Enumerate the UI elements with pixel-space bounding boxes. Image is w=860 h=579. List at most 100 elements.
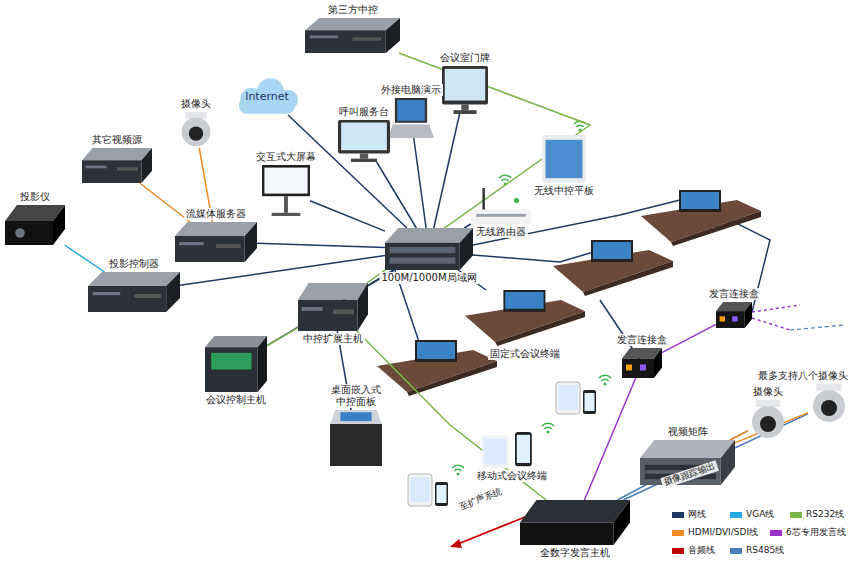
- fixed-terminal: [377, 340, 497, 396]
- cable: [377, 162, 417, 228]
- device-part: [397, 100, 425, 121]
- device-node: 100M/1000M局域网: [385, 228, 473, 270]
- device-face: [654, 348, 662, 378]
- device-label: 其它视频源: [90, 134, 144, 146]
- device-part: [471, 210, 531, 224]
- device-label: 投影控制器: [107, 258, 161, 270]
- device-part: [542, 135, 586, 183]
- device-face: [305, 18, 400, 30]
- device-icon: [175, 222, 257, 262]
- device-label: 无线中控平板: [532, 185, 596, 197]
- legend-swatch: [790, 512, 802, 518]
- device-part: [15, 228, 25, 238]
- device-part: [189, 126, 203, 140]
- cable: [584, 378, 635, 500]
- device-part: [514, 198, 519, 203]
- device-part: [640, 365, 646, 371]
- device-part: [216, 244, 241, 248]
- device-label: 发言连接盒: [615, 334, 669, 346]
- cable: [367, 53, 590, 283]
- device-face: [88, 272, 180, 286]
- device-icon: [482, 432, 542, 468]
- device-part: [454, 110, 477, 114]
- device-part: [461, 104, 468, 110]
- arrowhead: [450, 539, 462, 548]
- legend-text: VGA线: [746, 509, 774, 519]
- device-part: [503, 290, 545, 312]
- device-face: [520, 500, 630, 523]
- legend-item: HDMI/DVI/SDI线: [672, 527, 758, 538]
- device-part: [284, 196, 288, 213]
- device-part: [476, 214, 526, 217]
- fixed-terminal: [553, 240, 673, 296]
- device-part: [385, 243, 460, 270]
- legend-item: VGA线: [730, 509, 774, 520]
- device-node: 交互式大屏幕: [262, 165, 310, 217]
- cable: [617, 431, 748, 500]
- device-label: 外接电脑演示: [379, 84, 443, 96]
- device-part: [716, 311, 745, 328]
- wifi-symbol: [452, 465, 464, 475]
- legend-text: 音频线: [688, 545, 715, 555]
- lan-wire: [473, 250, 600, 262]
- device-part: [484, 438, 506, 464]
- device-part: [205, 347, 258, 392]
- wifi-symbol: [499, 175, 511, 185]
- device-part: [760, 416, 776, 432]
- device-part: [5, 221, 53, 245]
- cable: [310, 201, 385, 231]
- cable: [140, 183, 190, 222]
- device-label: 摄像头: [179, 98, 213, 110]
- device-part: [182, 117, 211, 146]
- device-node: 会议室门牌: [442, 66, 488, 114]
- device-icon: [748, 400, 788, 440]
- legend-text: 网线: [688, 509, 706, 519]
- device-part: [298, 300, 358, 331]
- device-part: [732, 316, 737, 321]
- device-node: 发言连接盒: [622, 348, 662, 378]
- cable: [735, 413, 808, 443]
- device-part: [86, 166, 107, 169]
- device-part: [505, 292, 543, 309]
- device-part: [626, 365, 632, 371]
- device-face: [614, 500, 631, 545]
- device-label: 第三方中控: [326, 4, 380, 16]
- device-part: [622, 359, 654, 379]
- device-node: 会议控制主机: [205, 336, 267, 392]
- legend-swatch: [730, 548, 742, 554]
- cable: [267, 270, 394, 346]
- legend-item: RS232线: [790, 509, 844, 520]
- device-part: [389, 247, 455, 253]
- device-node: 发言连接盒: [716, 302, 752, 328]
- device-face: [495, 311, 585, 346]
- device-icon: [330, 410, 382, 466]
- device-icon: [178, 112, 214, 148]
- device-icon: [5, 205, 65, 245]
- device-part: [305, 30, 386, 53]
- device-label: 最多支持八个摄像头: [756, 370, 850, 382]
- device-part: [442, 66, 488, 104]
- device-icon: [520, 500, 630, 545]
- cable: [434, 114, 460, 228]
- cable: [257, 243, 385, 247]
- legend-text: 6芯专用发言线: [786, 527, 846, 537]
- device-node: 第三方中控: [305, 18, 400, 53]
- device-node: 最多支持八个摄像头: [808, 384, 850, 424]
- device-node: 摄像头: [748, 400, 788, 440]
- device-part: [351, 159, 377, 162]
- mobile-terminal: [556, 382, 596, 414]
- device-icon: [388, 98, 434, 138]
- device-label: 投影仪: [18, 191, 52, 203]
- device-label: 100M/1000M局域网: [379, 272, 478, 284]
- device-part: [175, 236, 245, 262]
- device-part: [264, 168, 307, 194]
- device-face: [358, 283, 369, 331]
- device-node: 桌面嵌入式 中控面板: [330, 410, 382, 466]
- device-face: [166, 272, 180, 312]
- device-face: [460, 228, 473, 270]
- device-node: 中控扩展主机: [298, 283, 368, 331]
- device-part: [520, 523, 614, 546]
- device-label: 交互式大屏幕: [254, 151, 318, 163]
- device-part: [389, 257, 455, 263]
